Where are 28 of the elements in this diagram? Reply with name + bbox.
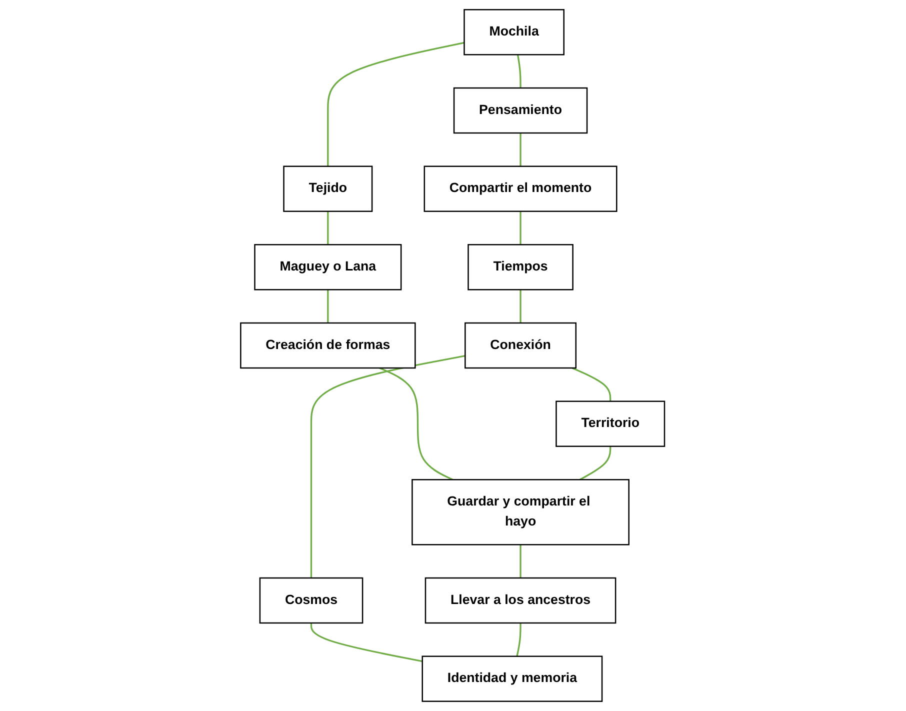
connector xyxy=(520,133,522,166)
connector xyxy=(327,42,465,166)
node-box xyxy=(425,577,617,624)
diagram: Mochila Pensamiento Tejido Compartir el momento Maguey o Lana Tiempos Creación de formas Conexión Territorio Guardar y compartir el hayo Cosmos Llevar a los ancestros Identidad y memoria xyxy=(234,3,672,708)
node-box xyxy=(454,87,588,134)
connector xyxy=(520,211,522,245)
node-box xyxy=(464,9,565,56)
connector xyxy=(310,355,466,578)
node-box xyxy=(556,400,666,447)
node-box xyxy=(464,322,577,369)
connector xyxy=(310,622,423,662)
connector xyxy=(516,622,522,656)
connector xyxy=(520,290,522,323)
node-box xyxy=(424,166,618,212)
connector xyxy=(580,446,612,480)
connector xyxy=(327,211,330,245)
node-box xyxy=(260,577,364,624)
node-box xyxy=(284,166,374,212)
connector xyxy=(380,367,454,480)
node-box xyxy=(422,656,604,702)
connector xyxy=(572,367,612,402)
node-box xyxy=(240,322,416,369)
connector xyxy=(520,544,522,578)
node-box xyxy=(412,479,630,546)
connector xyxy=(517,54,522,88)
connector xyxy=(327,290,330,323)
node-box xyxy=(468,244,574,290)
node-box xyxy=(254,244,402,290)
